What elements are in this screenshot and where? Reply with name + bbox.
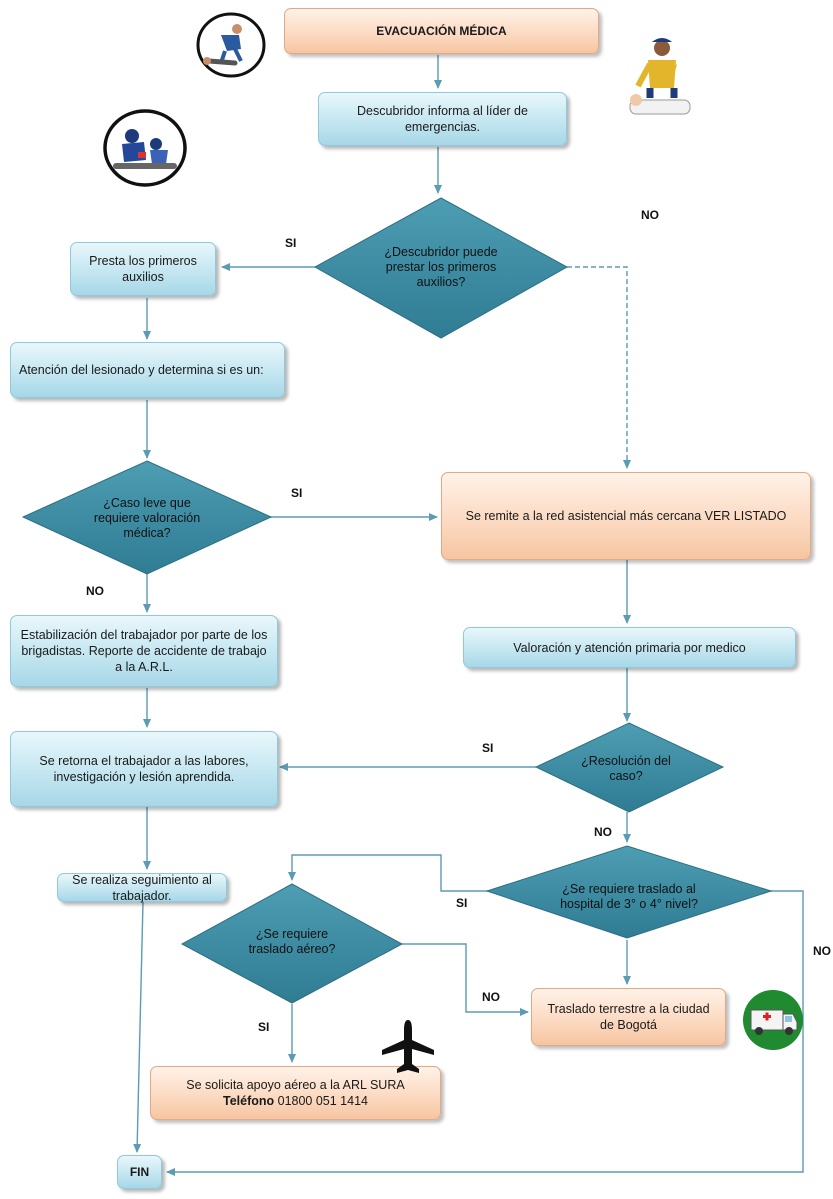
conn-traslado-aereo-si <box>288 854 488 892</box>
conn-seguimiento-fin <box>133 901 144 1153</box>
title-box: EVACUACIÓN MÉDICA <box>284 8 599 54</box>
label-si-resolucion: SI <box>482 741 494 755</box>
decision-caso-leve <box>21 460 273 575</box>
decision-resolucion <box>534 722 725 813</box>
apoyo-telefono-label: Teléfono <box>222 1094 275 1108</box>
conn-decision-remite-no <box>567 266 631 469</box>
paramedic-cpr-icon <box>629 38 691 115</box>
apoyo-aereo-line1: Se solicita apoyo aéreo a la ARL SURA <box>186 1078 405 1092</box>
text-puede-prestar: ¿Descubridor puede prestar los primeros … <box>384 244 498 289</box>
text-resolucion: ¿Resolución del caso? <box>581 754 671 783</box>
decision-traslado-hospital <box>485 845 773 939</box>
first-aid-worker-icon <box>196 12 266 78</box>
box-seguimiento: Se realiza seguimiento al trabajador. <box>57 873 227 903</box>
label-si-presta: SI <box>285 236 297 250</box>
text-caso-leve: ¿Caso leve que requiere valoración médic… <box>93 495 201 540</box>
text-traslado-hospital: ¿Se requiere traslado al hospital de 3° … <box>560 882 698 911</box>
conn-traslado-fin-no <box>166 890 804 1176</box>
rescue-team-icon <box>103 109 187 187</box>
apoyo-aereo-line2: Teléfono 01800 051 1414 <box>223 1093 368 1109</box>
text-traslado-aereo: ¿Se requiere traslado aéreo? <box>248 927 336 956</box>
conn-aereo-terrestre-no <box>402 943 529 1016</box>
label-no-resolucion: NO <box>594 825 612 839</box>
label-no-fin: NO <box>813 944 831 958</box>
box-informa-lider: Descubridor informa al líder de emergenc… <box>318 92 567 146</box>
label-si-caso-leve: SI <box>291 486 303 500</box>
label-no-aereo: NO <box>482 990 500 1004</box>
label-si-traslado: SI <box>456 896 468 910</box>
label-no-caso-leve: NO <box>86 584 104 598</box>
box-atencion-lesionado: Atención del lesionado y determina si es… <box>10 342 285 398</box>
apoyo-telefono-number: 01800 051 1414 <box>277 1094 368 1108</box>
decision-traslado-aereo <box>180 883 404 1004</box>
box-valoracion-medico: Valoración y atención primaria por medic… <box>463 627 796 668</box>
box-presta-auxilios: Presta los primeros auxilios <box>70 242 216 296</box>
box-fin: FIN <box>117 1155 162 1189</box>
decision-puede-prestar <box>313 197 569 339</box>
box-retorna-trabajador: Se retorna el trabajador a las labores, … <box>10 731 278 807</box>
box-apoyo-aereo: Se solicita apoyo aéreo a la ARL SURA Te… <box>150 1066 441 1120</box>
box-traslado-terrestre: Traslado terrestre a la ciudad de Bogotá <box>531 988 726 1046</box>
airplane-icon <box>382 1020 434 1073</box>
label-si-aereo: SI <box>258 1020 270 1034</box>
ambulance-icon <box>743 990 803 1050</box>
box-estabilizacion: Estabilización del trabajador por parte … <box>10 615 278 687</box>
box-remite-red: Se remite a la red asistencial más cerca… <box>441 472 811 560</box>
label-no-puede: NO <box>641 208 659 222</box>
